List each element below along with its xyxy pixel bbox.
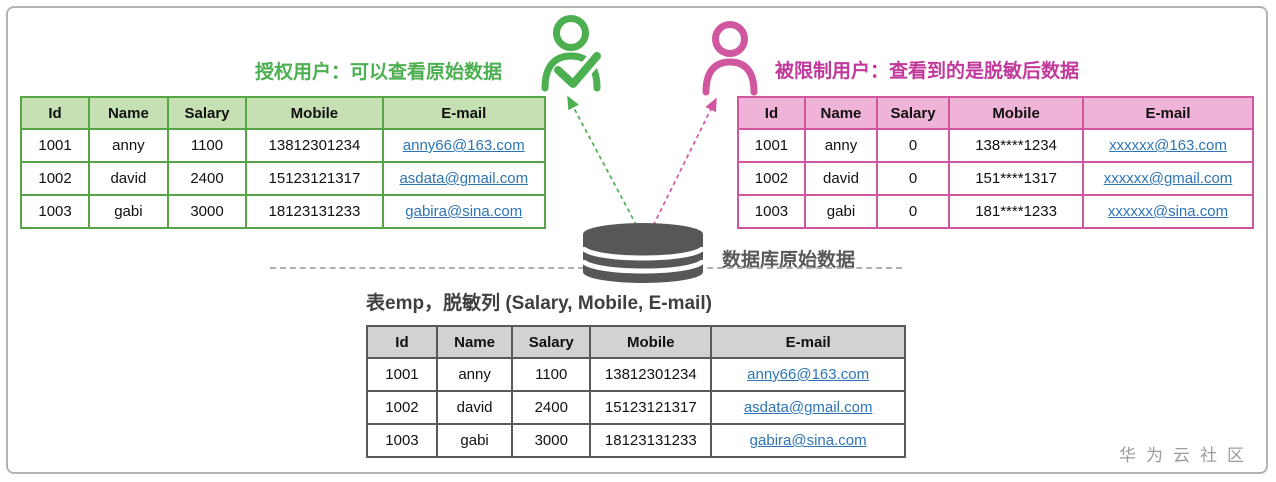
table-cell: 1001 xyxy=(737,128,806,163)
table-cell: anny66@163.com xyxy=(710,357,906,392)
table-cell: anny66@163.com xyxy=(381,128,547,163)
table-cell: xxxxxx@163.com xyxy=(1082,128,1254,163)
table-cell: gabira@sina.com xyxy=(710,423,906,458)
table-cell: 18123131233 xyxy=(589,423,713,458)
table-cell: gabi xyxy=(435,423,514,458)
table-cell: 18123131233 xyxy=(245,194,384,229)
email-link[interactable]: xxxxxx@sina.com xyxy=(1107,203,1229,220)
email-link[interactable]: xxxxxx@gmail.com xyxy=(1103,170,1233,187)
table-cell: david xyxy=(88,161,169,196)
table-cell: david xyxy=(803,161,879,196)
database-label: 数据库原始数据 xyxy=(722,250,856,271)
email-link[interactable]: xxxxxx@163.com xyxy=(1109,137,1227,154)
email-link[interactable]: gabira@sina.com xyxy=(405,203,523,220)
email-link[interactable]: asdata@gmail.com xyxy=(743,399,873,416)
table-cell: 1002 xyxy=(737,161,806,196)
table-cell: 138****1234 xyxy=(948,128,1085,163)
table-cell: david xyxy=(435,390,514,425)
table-cell: 1002 xyxy=(366,390,438,425)
table-cell: 2400 xyxy=(166,161,248,196)
arrow-to-authorized xyxy=(567,95,641,233)
table-cell: anny xyxy=(803,128,879,163)
table-cell: 0 xyxy=(876,128,951,163)
table-cell: 3000 xyxy=(511,423,592,458)
emp-table-title: 表emp，脱敏列 (Salary, Mobile, E-mail) xyxy=(366,293,712,314)
table-cell: 3000 xyxy=(166,194,248,229)
email-link[interactable]: anny66@163.com xyxy=(747,366,870,383)
table-cell: 0 xyxy=(876,161,951,196)
column-header: Name xyxy=(803,96,879,130)
table-cell: 151****1317 xyxy=(948,161,1085,196)
table-cell: 181****1233 xyxy=(948,194,1085,229)
column-header: Salary xyxy=(876,96,951,130)
column-header: Id xyxy=(366,325,438,359)
table-cell: 1002 xyxy=(19,161,91,196)
column-header: E-mail xyxy=(1082,96,1254,130)
column-header: Name xyxy=(88,96,169,130)
table-cell: 1003 xyxy=(737,194,806,229)
table-cell: 1001 xyxy=(19,128,91,163)
email-link[interactable]: asdata@gmail.com xyxy=(399,170,529,187)
table-cell: 2400 xyxy=(511,390,592,425)
column-header: Mobile xyxy=(589,325,713,359)
table-cell: 15123121317 xyxy=(589,390,713,425)
watermark: 华为云社区 xyxy=(1119,446,1254,465)
user-icon xyxy=(702,21,758,96)
table-cell: 13812301234 xyxy=(589,357,713,392)
column-header: Id xyxy=(737,96,806,130)
table-cell: 13812301234 xyxy=(245,128,384,163)
table-cell: 1001 xyxy=(366,357,438,392)
column-header: Salary xyxy=(166,96,248,130)
column-header: Mobile xyxy=(245,96,384,130)
table-cell: 0 xyxy=(876,194,951,229)
table-cell: gabi xyxy=(88,194,169,229)
table-cell: 1003 xyxy=(19,194,91,229)
database-icon xyxy=(580,223,706,283)
email-link[interactable]: anny66@163.com xyxy=(402,137,525,154)
arrow-to-restricted xyxy=(649,97,717,233)
column-header: Id xyxy=(19,96,91,130)
table-cell: xxxxxx@gmail.com xyxy=(1082,161,1254,196)
restricted-user-title: 被限制用户：查看到的是脱敏后数据 xyxy=(775,61,1080,82)
data-flow-arrows xyxy=(567,95,717,233)
column-header: E-mail xyxy=(381,96,547,130)
table-cell: 15123121317 xyxy=(245,161,384,196)
table-cell: gabi xyxy=(803,194,879,229)
table-cell: asdata@gmail.com xyxy=(710,390,906,425)
user-check-icon xyxy=(541,15,602,95)
column-header: Mobile xyxy=(948,96,1085,130)
email-link[interactable]: gabira@sina.com xyxy=(749,432,867,449)
column-header: E-mail xyxy=(710,325,906,359)
column-header: Salary xyxy=(511,325,592,359)
table-cell: 1100 xyxy=(166,128,248,163)
table-cell: anny xyxy=(88,128,169,163)
table-cell: gabira@sina.com xyxy=(381,194,547,229)
table-cell: anny xyxy=(435,357,514,392)
table-cell: asdata@gmail.com xyxy=(381,161,547,196)
column-header: Name xyxy=(435,325,514,359)
authorized-user-title: 授权用户：可以查看原始数据 xyxy=(255,62,503,83)
table-cell: 1100 xyxy=(511,357,592,392)
table-cell: 1003 xyxy=(366,423,438,458)
table-cell: xxxxxx@sina.com xyxy=(1082,194,1254,229)
